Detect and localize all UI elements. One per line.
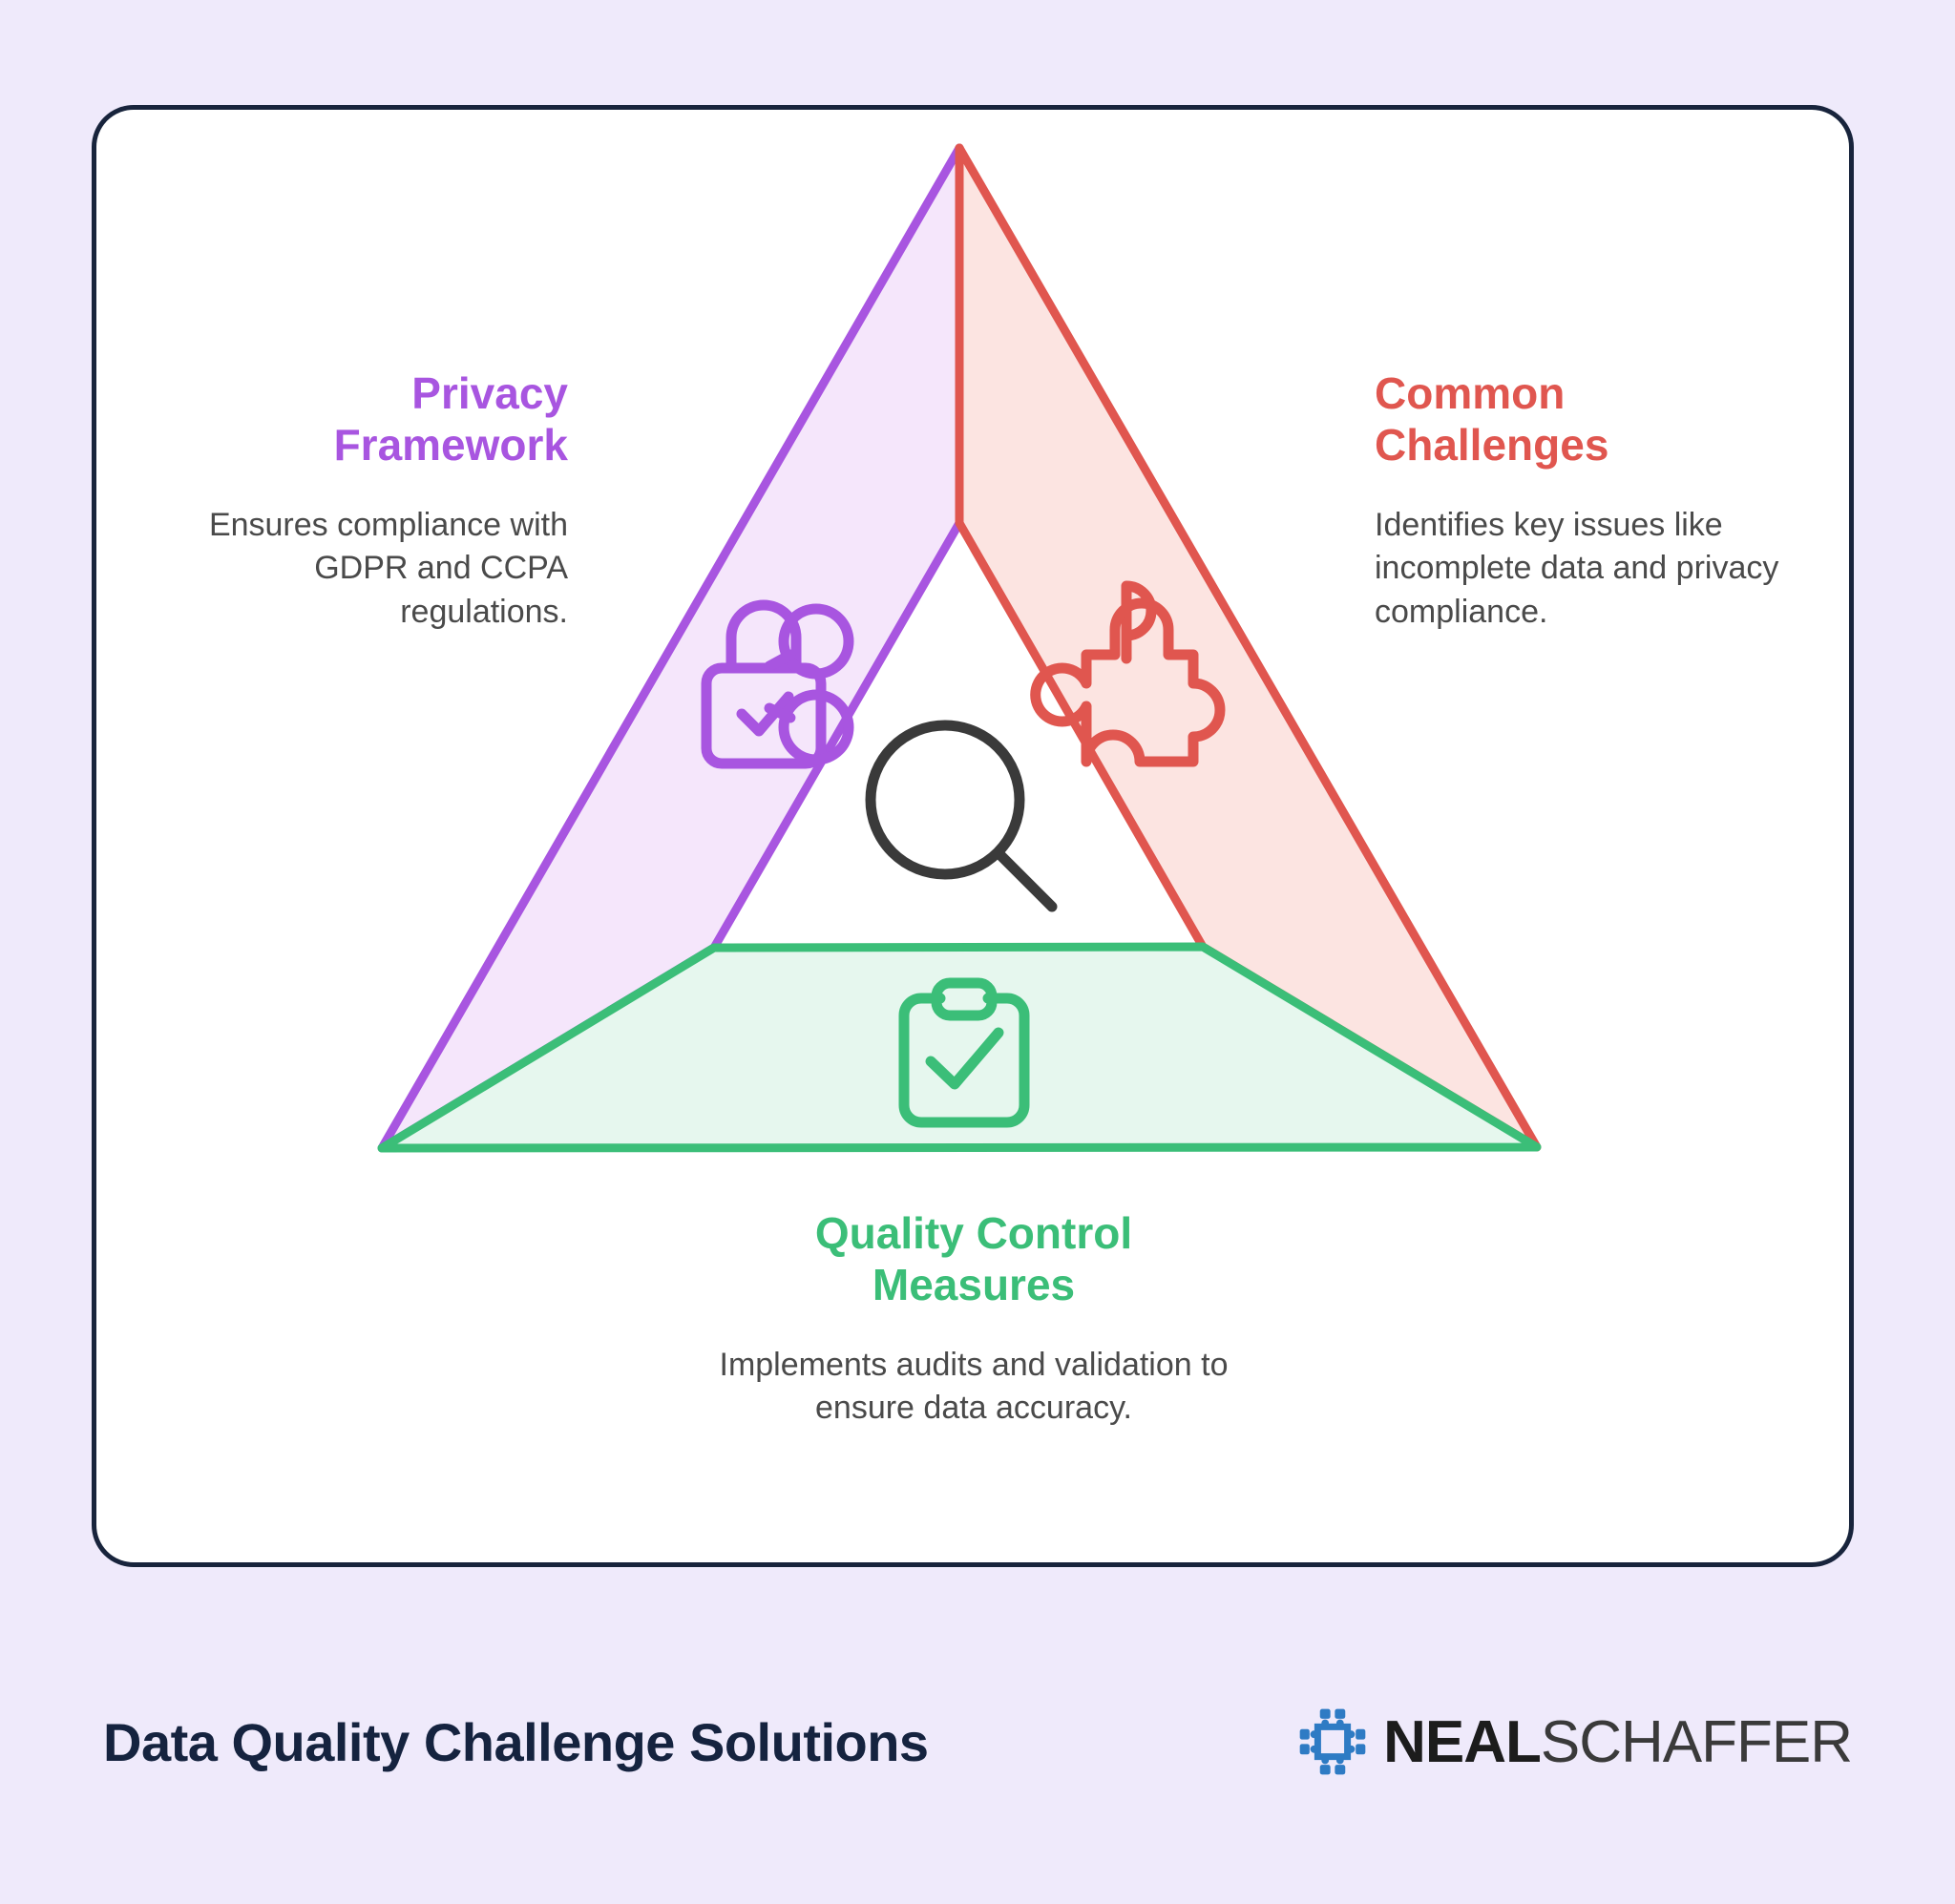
footer: Data Quality Challenge Solutions	[0, 1622, 1955, 1861]
privacy-framework-description: Ensures compliance with GDPR and CCPA re…	[208, 506, 568, 630]
meeting-table-icon	[1299, 1708, 1366, 1775]
brand-logo[interactable]: NEALSCHAFFER	[1295, 1705, 1853, 1779]
footer-title: Data Quality Challenge Solutions	[103, 1711, 929, 1772]
common-challenges-description: Identifies key issues like incomplete da…	[1375, 506, 1779, 630]
quality-control-description: Implements audits and validation to ensu…	[719, 1346, 1229, 1427]
brand-name-light: SCHAFFER	[1540, 1708, 1853, 1775]
brand-name-bold: NEAL	[1383, 1708, 1542, 1775]
brand-logo-text: NEALSCHAFFER	[1383, 1708, 1853, 1776]
